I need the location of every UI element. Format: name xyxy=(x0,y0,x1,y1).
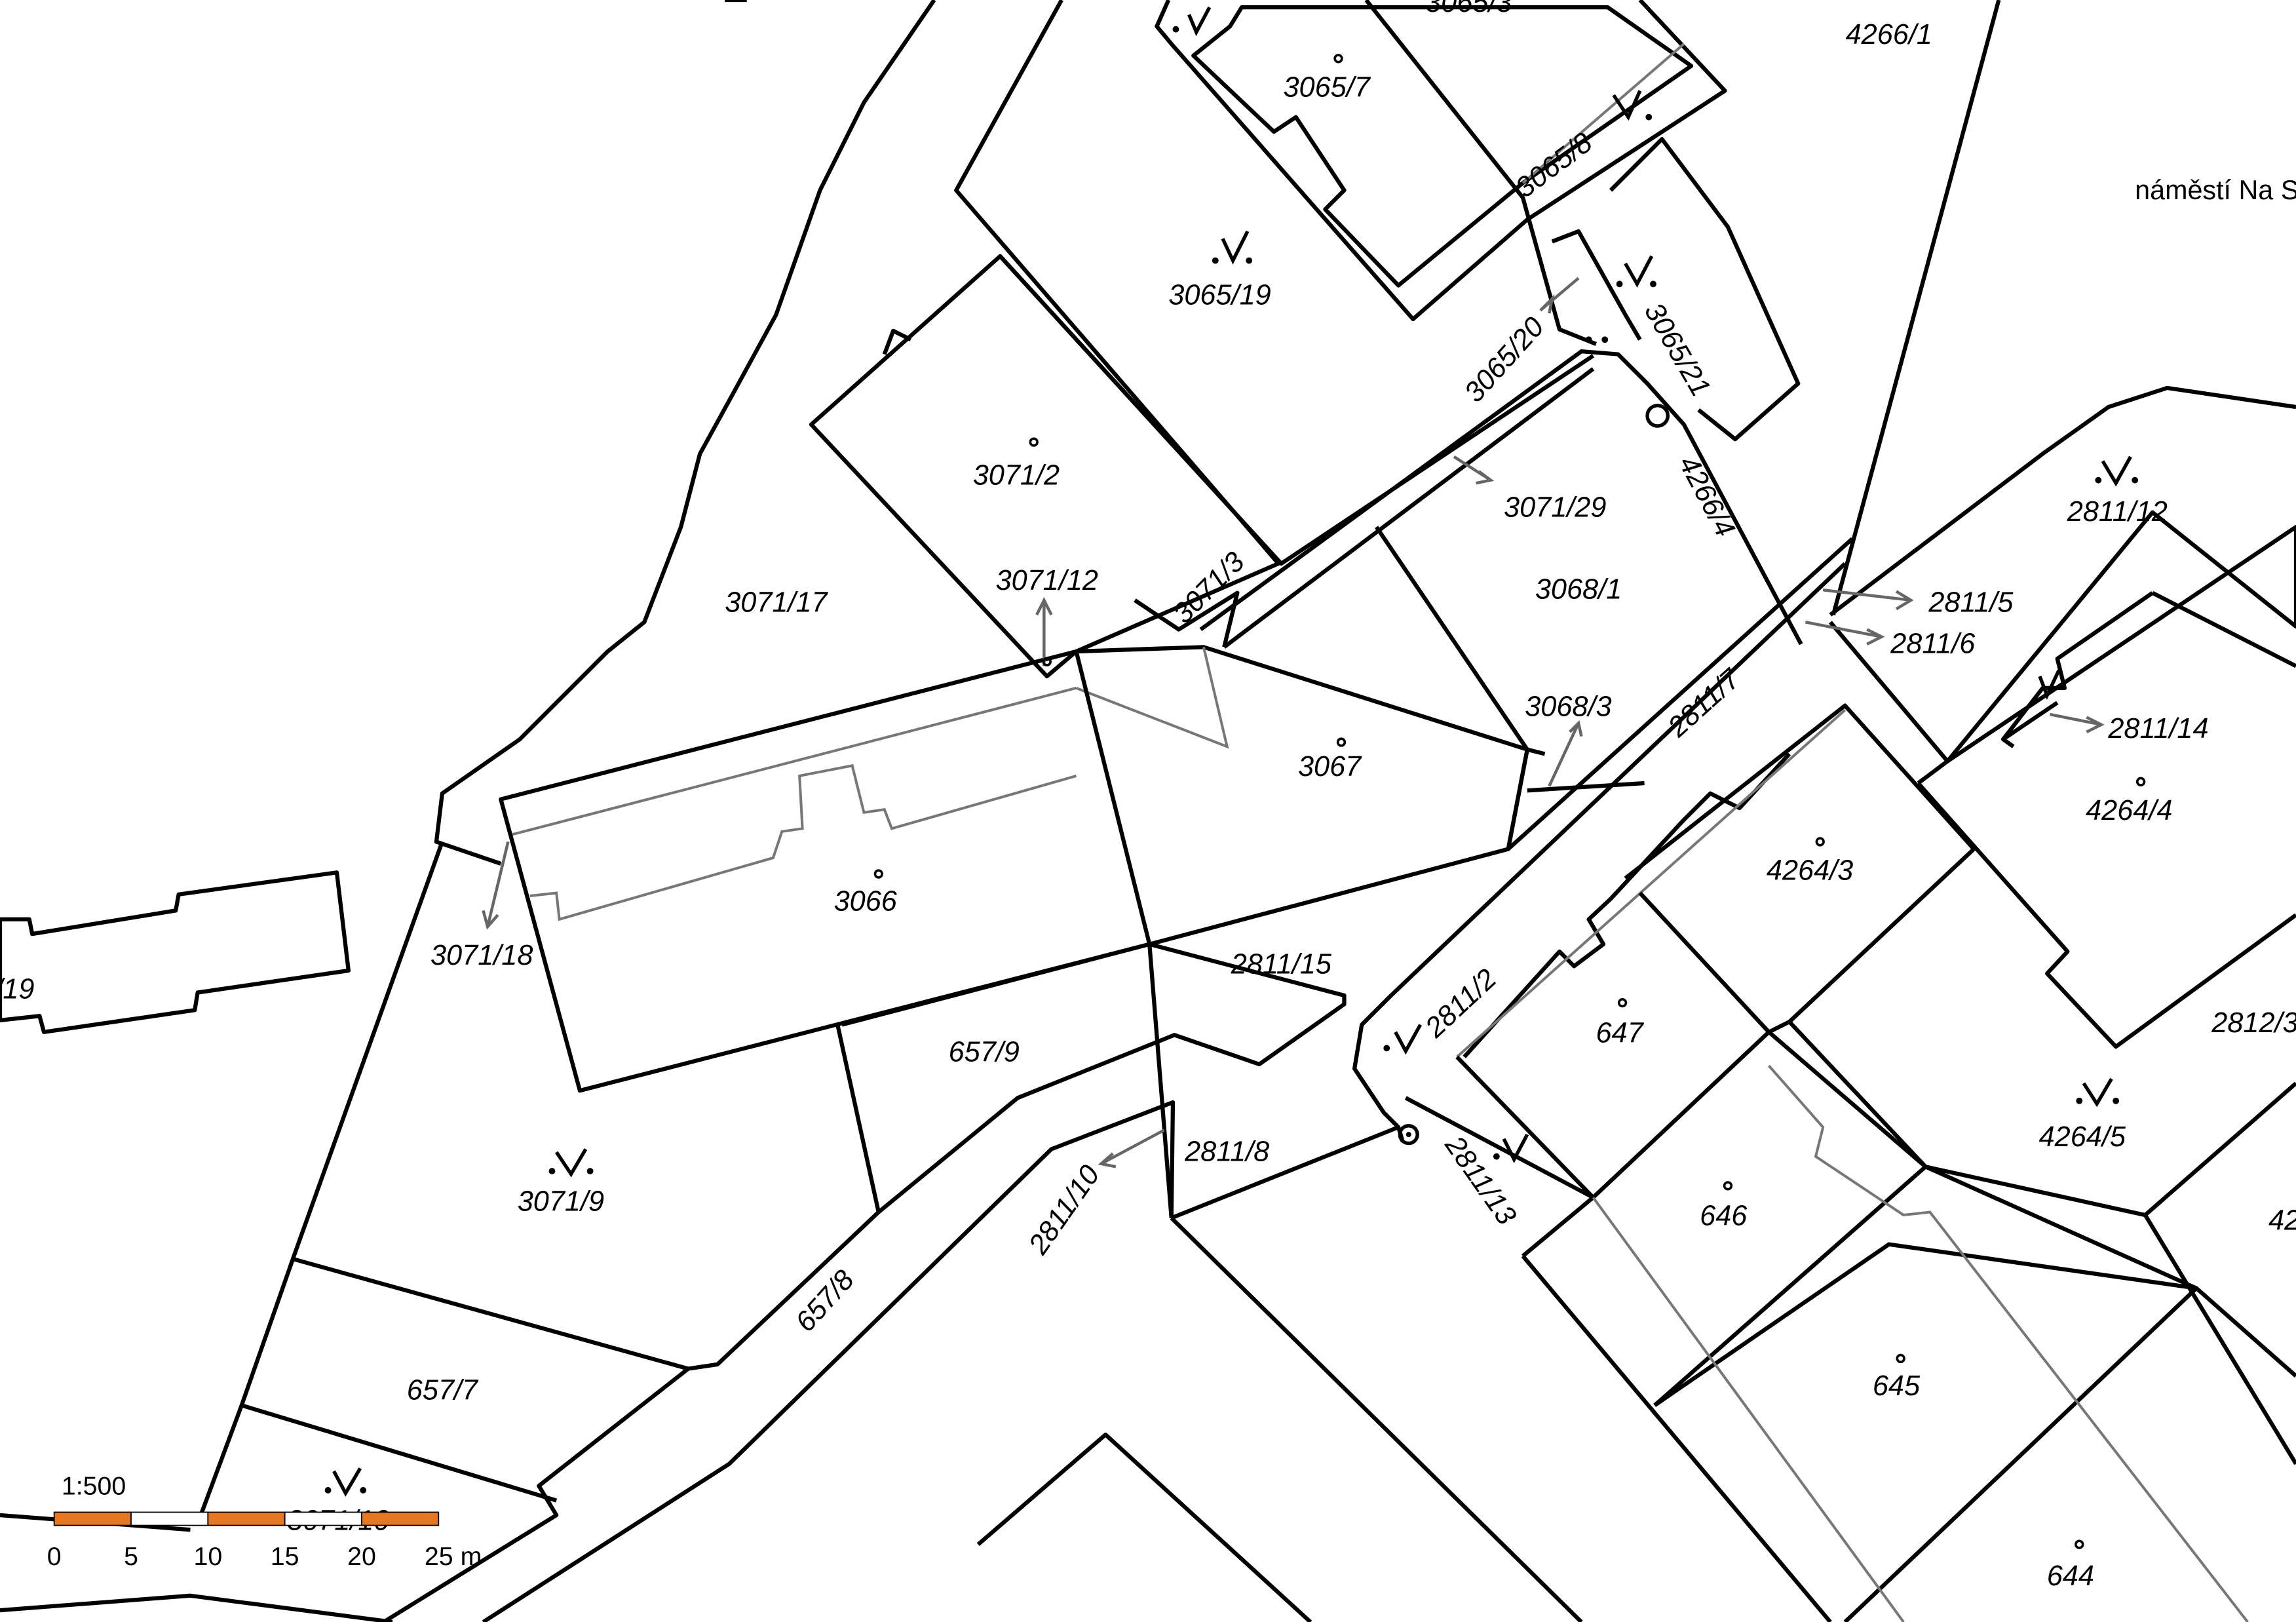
survey-point xyxy=(1398,1124,1419,1146)
parcel-label: 657/8 xyxy=(790,1264,860,1338)
building-marker xyxy=(1029,437,1039,447)
reference-arrows xyxy=(482,277,2105,1168)
parcel-label: 3067 xyxy=(1298,751,1362,782)
parcel-label: 646 xyxy=(1700,1201,1748,1232)
scale-tick-label: 15 xyxy=(271,1542,299,1571)
building-marker xyxy=(1617,997,1628,1008)
building-marker xyxy=(1723,1181,1733,1191)
building-marker xyxy=(2075,1539,2084,1549)
parcel-label: 2811/6 xyxy=(1890,628,1976,659)
parcel-label: 2811/15 xyxy=(1231,948,1332,980)
parcel-label: 42 xyxy=(2268,1205,2296,1236)
parcel-label: 3065/19 xyxy=(1168,280,1271,311)
parcel-label: 3068/1 xyxy=(1535,574,1622,606)
scale-tick-label: 10 xyxy=(193,1542,222,1571)
parcel-label: 4264/3 xyxy=(1767,855,1853,886)
parcel-label: 2811/12 xyxy=(2067,496,2168,528)
parcel-label: 3071/17 xyxy=(725,587,828,619)
parcel-label: 657/9 xyxy=(949,1036,1020,1068)
parcel-label: 2811/10 xyxy=(1022,1160,1106,1261)
scale-tick-label: 0 xyxy=(47,1542,62,1571)
garden-symbol xyxy=(2076,1077,2120,1108)
scale-tick-label: 20 xyxy=(347,1542,376,1571)
building-marker xyxy=(1896,1353,1905,1364)
parcel-label: 4264/5 xyxy=(2039,1121,2126,1153)
garden-symbol xyxy=(1612,90,1653,121)
parcel-label: 3071/12 xyxy=(996,565,1098,596)
parcel-label: 2811/13 xyxy=(1438,1130,1522,1231)
garden-symbol xyxy=(1212,230,1253,265)
garden-symbol xyxy=(1493,1133,1529,1163)
parcel-label: 2811/8 xyxy=(1184,1136,1269,1167)
parcel-label: 657/7 xyxy=(407,1374,479,1406)
street-label: náměstí Na S xyxy=(2135,175,2296,205)
parcel-label: 645 xyxy=(1873,1370,1921,1402)
parcel-label: 4266/4 xyxy=(1672,451,1741,542)
parcel-label: 3071/3 xyxy=(1167,546,1251,629)
scale-ticks: 0 5 10 15 20 25 m xyxy=(47,1542,482,1571)
scale-ratio: 1:500 xyxy=(62,1472,126,1501)
parcel-label: 3065/8 xyxy=(1510,126,1598,204)
parcel-label: 3065/3 xyxy=(1425,0,1512,18)
garden-symbol xyxy=(1383,1024,1422,1055)
parcel-label: 4264/4 xyxy=(2086,795,2172,826)
parcel-label: 3066 xyxy=(834,885,898,917)
scale-segment xyxy=(207,1511,286,1526)
scale-tick-label: 5 xyxy=(124,1542,138,1571)
map-symbols xyxy=(324,6,2146,1549)
scale-segment xyxy=(361,1511,440,1526)
parcel-label: 3071/2 xyxy=(973,459,1060,491)
scale-tick-label: 25 m xyxy=(425,1542,482,1571)
parcel-label: 3071/29 xyxy=(1504,492,1606,524)
survey-point xyxy=(1645,404,1670,428)
building-marker xyxy=(2135,777,2146,786)
parcel-label: 3071/18 xyxy=(430,940,533,971)
parcel-label: /19 xyxy=(0,973,34,1005)
parcel-label: 3071/9 xyxy=(518,1186,604,1217)
parcel-label: 2812/3 xyxy=(2211,1007,2296,1039)
garden-symbol xyxy=(324,1467,367,1497)
scale-segment xyxy=(130,1511,209,1526)
garden-symbol xyxy=(2095,455,2139,487)
parcel-label: 3068/3 xyxy=(1525,691,1611,722)
parcel-label: 4266/1 xyxy=(1846,19,1932,50)
scale-segment xyxy=(284,1511,362,1526)
building-marker xyxy=(873,869,883,879)
building-marker xyxy=(1336,737,1347,747)
parcel-label: 647 xyxy=(1596,1017,1644,1049)
parcel-label: 644 xyxy=(2047,1560,2094,1592)
scale-bar: 1:500 0 5 10 15 20 25 m xyxy=(47,1472,482,1571)
scale-segments xyxy=(53,1511,440,1526)
parcel-label: 3065/7 xyxy=(1283,71,1371,103)
garden-symbol xyxy=(2038,669,2061,700)
building-marker xyxy=(1333,54,1343,64)
scale-segment xyxy=(53,1511,132,1526)
garden-symbol xyxy=(1172,6,1212,37)
building-marker xyxy=(1042,657,1052,666)
parcel-label: 2811/2 xyxy=(1419,963,1502,1044)
garden-symbol xyxy=(548,1148,594,1178)
parcel-label: 2811/14 xyxy=(2107,713,2208,744)
garden-symbol xyxy=(1616,255,1656,288)
building-marker xyxy=(1815,837,1825,847)
parcel-label: 2811/5 xyxy=(1928,587,2014,619)
